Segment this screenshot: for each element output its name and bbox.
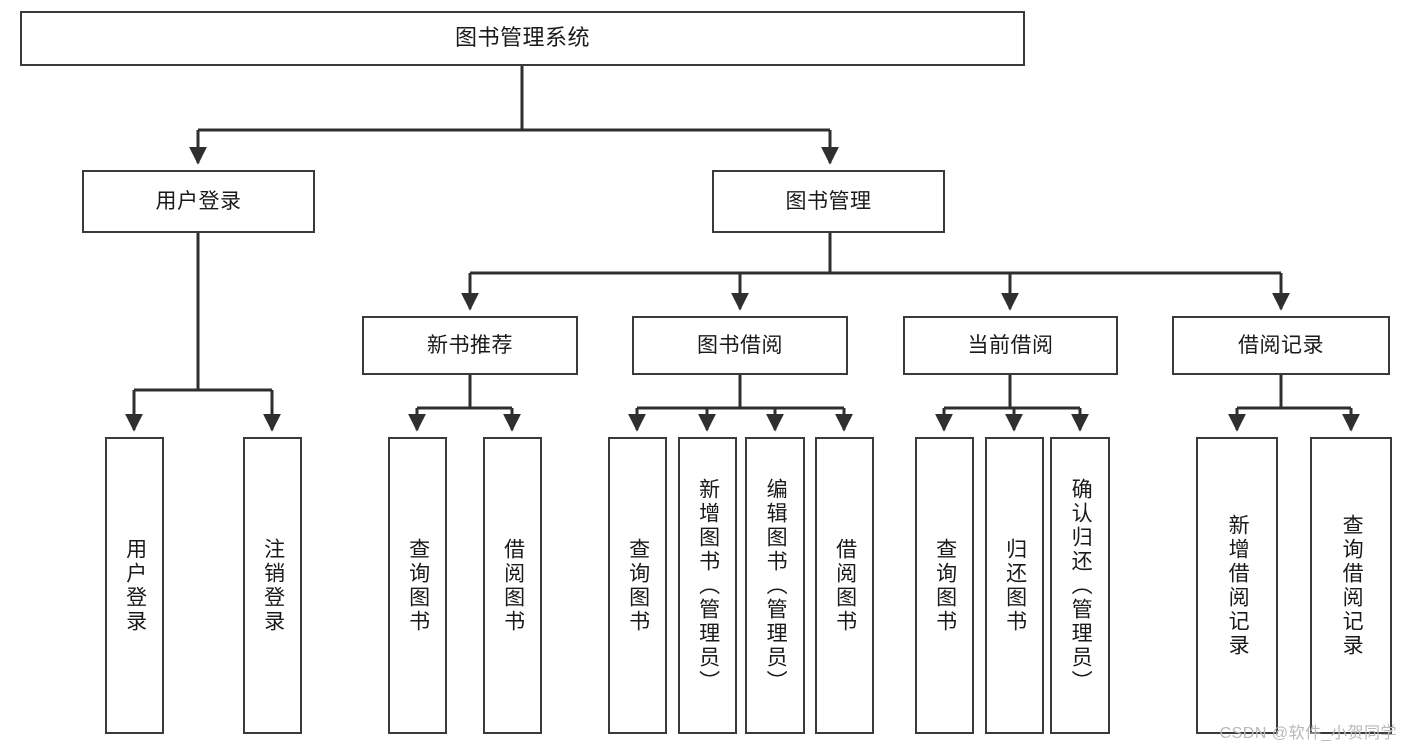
node-leaf-query-record-label: 查询借阅记录	[1340, 513, 1364, 658]
node-leaf-query-book-3[interactable]: 查询图书	[915, 437, 974, 734]
node-leaf-add-book[interactable]: 新增图书（管理员）	[678, 437, 737, 734]
node-current-borrow[interactable]: 当前借阅	[903, 316, 1118, 375]
node-root[interactable]: 图书管理系统	[20, 11, 1025, 66]
node-leaf-add-book-label: 新增图书（管理员）	[696, 477, 720, 694]
node-user-login[interactable]: 用户登录	[82, 170, 315, 233]
node-current-borrow-label: 当前借阅	[967, 333, 1054, 357]
node-leaf-return-book-label: 归还图书	[1003, 537, 1027, 634]
node-new-book-recommend[interactable]: 新书推荐	[362, 316, 578, 375]
node-leaf-query-book-1[interactable]: 查询图书	[388, 437, 447, 734]
node-leaf-borrow-book-1-label: 借阅图书	[501, 537, 525, 634]
node-leaf-query-book-2[interactable]: 查询图书	[608, 437, 667, 734]
node-leaf-user-login[interactable]: 用户登录	[105, 437, 164, 734]
node-book-manage-label: 图书管理	[785, 189, 872, 213]
node-leaf-user-login-label: 用户登录	[123, 537, 147, 634]
node-user-login-label: 用户登录	[155, 189, 242, 213]
node-leaf-return-book[interactable]: 归还图书	[985, 437, 1044, 734]
node-root-label: 图书管理系统	[454, 25, 590, 51]
node-leaf-add-record[interactable]: 新增借阅记录	[1196, 437, 1278, 734]
node-leaf-logout-label: 注销登录	[261, 537, 285, 634]
node-book-manage[interactable]: 图书管理	[712, 170, 945, 233]
node-borrow-record[interactable]: 借阅记录	[1172, 316, 1390, 375]
node-leaf-borrow-book-2-label: 借阅图书	[833, 537, 857, 634]
node-leaf-query-book-3-label: 查询图书	[933, 537, 957, 634]
node-leaf-confirm-return-label: 确认归还（管理员）	[1069, 477, 1093, 694]
node-leaf-query-book-2-label: 查询图书	[626, 537, 650, 634]
node-new-book-recommend-label: 新书推荐	[427, 333, 513, 357]
node-leaf-borrow-book-2[interactable]: 借阅图书	[815, 437, 874, 734]
watermark: CSDN @软件_小贺同学	[1219, 725, 1397, 742]
node-leaf-edit-book-label: 编辑图书（管理员）	[764, 477, 788, 694]
node-book-borrow[interactable]: 图书借阅	[632, 316, 848, 375]
node-leaf-logout[interactable]: 注销登录	[243, 437, 302, 734]
node-leaf-edit-book[interactable]: 编辑图书（管理员）	[745, 437, 805, 734]
node-leaf-borrow-book-1[interactable]: 借阅图书	[483, 437, 542, 734]
node-leaf-confirm-return[interactable]: 确认归还（管理员）	[1050, 437, 1110, 734]
node-book-borrow-label: 图书借阅	[697, 333, 783, 357]
node-leaf-query-record[interactable]: 查询借阅记录	[1310, 437, 1392, 734]
node-leaf-query-book-1-label: 查询图书	[406, 537, 430, 634]
node-borrow-record-label: 借阅记录	[1238, 333, 1324, 357]
node-leaf-add-record-label: 新增借阅记录	[1226, 513, 1250, 658]
